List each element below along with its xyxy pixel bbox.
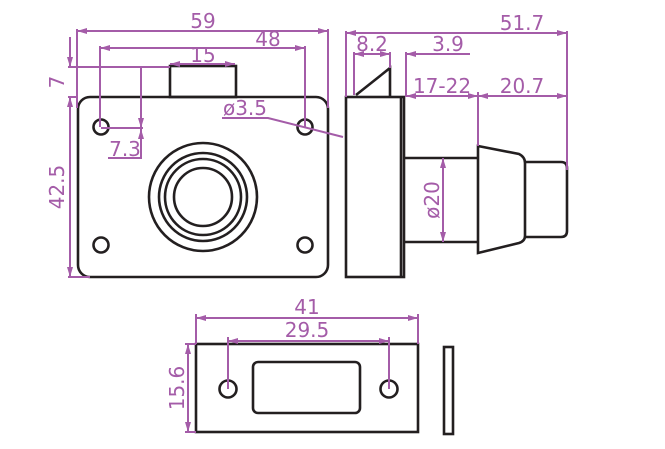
dim-hole-diameter: ø3.5 — [223, 96, 267, 120]
dim-strike-height: 15.6 — [165, 366, 189, 411]
latch-bolt — [355, 65, 392, 97]
latch-tab — [168, 64, 238, 99]
strike-plate — [194, 342, 420, 434]
strike-slot — [251, 360, 362, 415]
dim-latch-depth: 8.2 — [356, 32, 388, 56]
strike-plate-side — [442, 345, 455, 436]
knob-cap — [525, 160, 569, 239]
dim-strike-hole-spacing: 29.5 — [285, 318, 330, 342]
dim-hole-spacing: 48 — [255, 27, 280, 51]
dim-gap: 3.9 — [432, 32, 464, 56]
knob-cone — [476, 144, 527, 255]
strike-plate-view: 41 29.5 15.6 — [165, 295, 455, 436]
front-view: 59 48 15 7 7.3 42.5 ø3.5 — [45, 9, 344, 279]
lock-body-side — [344, 95, 406, 279]
dim-door-thickness: 17-22 — [413, 74, 471, 98]
dim-height: 42.5 — [45, 165, 69, 210]
dim-strike-length: 41 — [294, 295, 319, 319]
mounting-hole — [92, 236, 110, 254]
mounting-hole — [296, 236, 314, 254]
dim-shaft-diameter: ø20 — [420, 181, 444, 219]
side-view: 51.7 8.2 3.9 17-22 20.7 ø20 — [344, 11, 569, 279]
dim-hole-offset: 7.3 — [109, 137, 141, 161]
dim-tab-height: 7 — [45, 76, 69, 89]
dim-knob-length: 20.7 — [500, 74, 545, 98]
dim-width-overall: 59 — [190, 9, 215, 33]
knob-circles — [147, 141, 259, 253]
dim-depth-overall: 51.7 — [500, 11, 545, 35]
dim-tab-width: 15 — [190, 43, 215, 67]
